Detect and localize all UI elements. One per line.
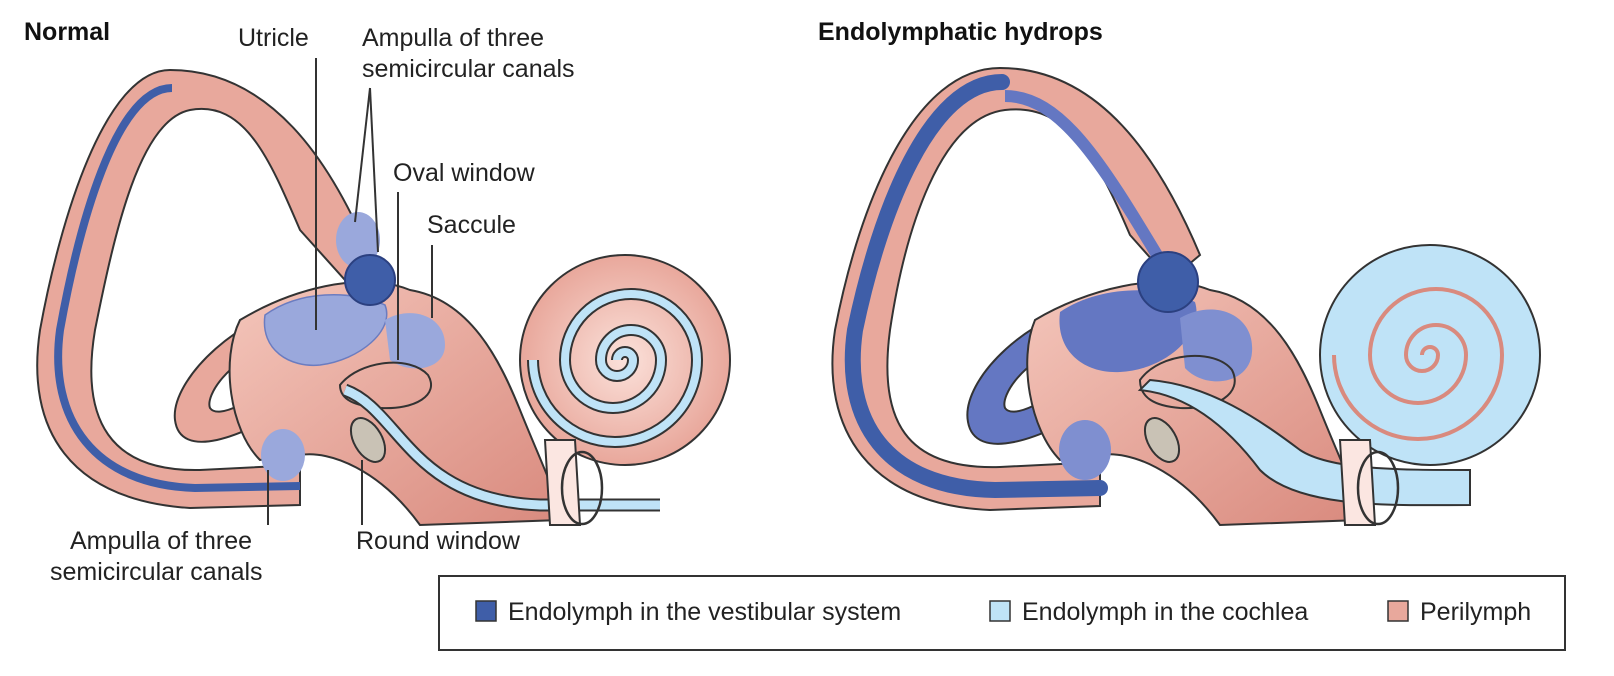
normal-oval-window bbox=[338, 361, 432, 410]
normal-title: Normal bbox=[24, 18, 110, 46]
label-ampulla-top-1: Ampulla of three bbox=[362, 24, 544, 52]
hydrops-cochlea-body bbox=[1319, 244, 1541, 466]
hydrops-oval-window bbox=[1138, 354, 1236, 410]
normal-round-window bbox=[349, 417, 387, 463]
label-saccule: Saccule bbox=[427, 211, 516, 239]
normal-utricle-sac bbox=[263, 294, 388, 367]
normal-saccule bbox=[385, 313, 445, 369]
normal-upper-ampulla bbox=[336, 212, 380, 268]
label-ampulla-bottom-2: semicircular canals bbox=[50, 558, 263, 586]
hydrops-endolymphatic-sac-dot bbox=[1137, 251, 1199, 313]
label-utricle: Utricle bbox=[238, 24, 309, 52]
leader-ampulla-top-a bbox=[354, 87, 371, 223]
legend-label-perilymph: Perilymph bbox=[1420, 598, 1531, 626]
legend-label-vestibular: Endolymph in the vestibular system bbox=[508, 598, 901, 626]
normal-endolymphatic-sac-dot bbox=[344, 254, 396, 306]
hydrops-title: Endolymphatic hydrops bbox=[818, 18, 1103, 46]
hydrops-lower-ampulla bbox=[1059, 420, 1111, 480]
normal-cochlea-spiral-fill bbox=[529, 290, 702, 446]
hydrops-band-ring bbox=[1356, 450, 1400, 526]
label-ampulla-top-2: semicircular canals bbox=[362, 55, 575, 83]
legend-label-cochlea: Endolymph in the cochlea bbox=[1022, 598, 1308, 626]
legend: Endolymph in the vestibular system Endol… bbox=[438, 575, 1566, 651]
hydrops-panel: Endolymphatic hydrops bbox=[818, 18, 1541, 527]
label-round-window: Round window bbox=[356, 527, 521, 555]
label-ampulla-bottom-1: Ampulla of three bbox=[70, 527, 252, 555]
hydrops-cochlear-duct bbox=[1137, 378, 1471, 507]
legend-swatch-vestibular bbox=[475, 600, 497, 622]
hydrops-round-window bbox=[1143, 417, 1181, 463]
leader-ampulla-top-b bbox=[369, 87, 379, 253]
legend-swatch-cochlea bbox=[989, 600, 1011, 622]
normal-band-ring bbox=[560, 450, 604, 526]
hydrops-cochlea-spiral bbox=[1332, 287, 1505, 441]
normal-lower-ampulla bbox=[261, 429, 305, 481]
normal-cochlear-duct-fill bbox=[343, 385, 660, 510]
normal-outer-canal-endolymph bbox=[54, 84, 301, 493]
legend-swatch-perilymph bbox=[1387, 600, 1409, 622]
normal-panel: Normal bbox=[24, 18, 731, 586]
label-oval-window: Oval window bbox=[393, 159, 536, 187]
hydrops-outer-canal-endolymph bbox=[844, 74, 1108, 499]
hydrops-saccule bbox=[1180, 309, 1253, 382]
hydrops-canal-upper-limb bbox=[1004, 90, 1166, 264]
